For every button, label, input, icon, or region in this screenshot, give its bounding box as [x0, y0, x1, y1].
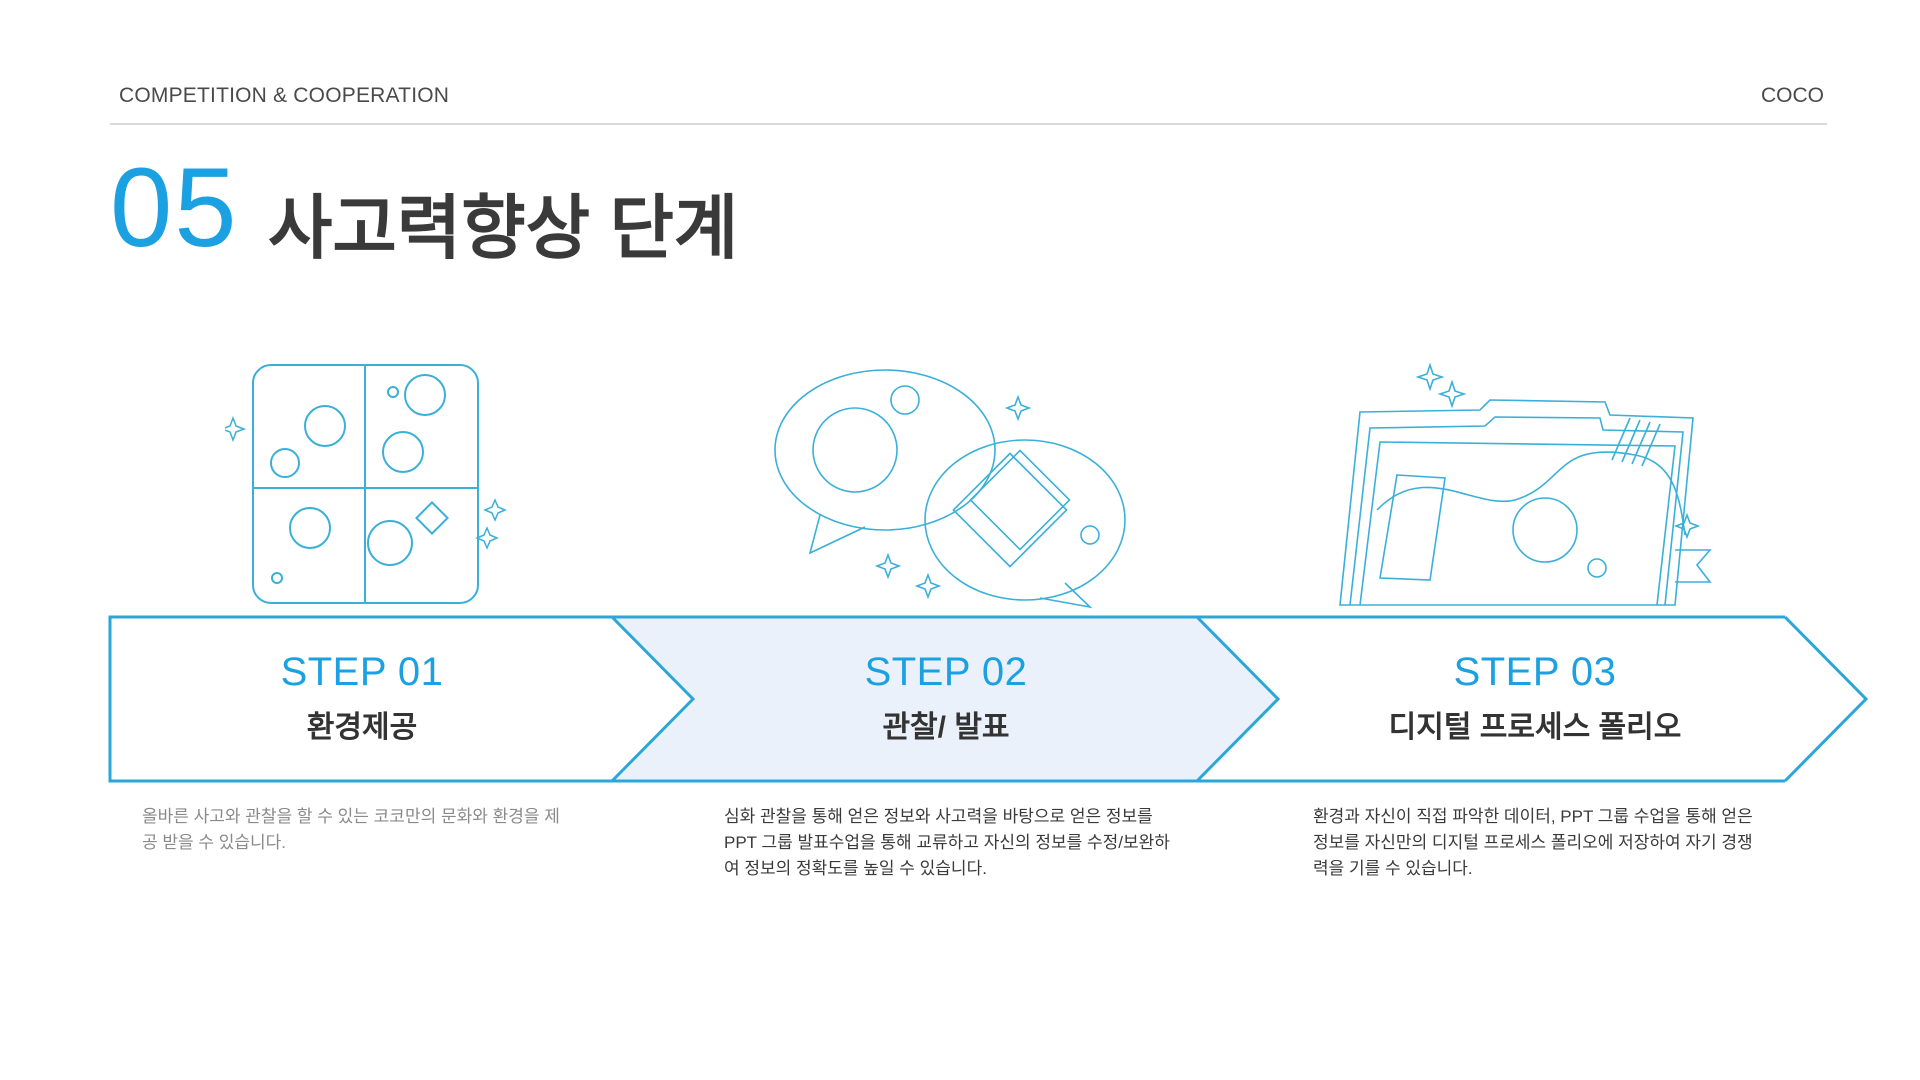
- step-1-description: 올바른 사고와 관찰을 할 수 있는 코코만의 문화와 환경을 제공 받을 수 …: [142, 807, 560, 852]
- page-title: 사고력향상 단계: [268, 189, 739, 267]
- step-1: STEP 01 환경제공: [132, 648, 592, 748]
- step-3-name: 디지털 프로세스 폴리오: [1388, 711, 1682, 744]
- header-subtitle: COMPETITION & COOPERATION: [119, 84, 450, 107]
- header-brand: COCO: [1761, 84, 1824, 107]
- step-2: STEP 02 관찰/ 발표: [716, 648, 1176, 748]
- step-2-chevron: [1195, 615, 1281, 783]
- step-2-background: [612, 617, 1278, 781]
- section-number: 05: [110, 145, 239, 270]
- step-2-label: STEP 02: [864, 650, 1028, 694]
- step-3-label: STEP 03: [1453, 650, 1617, 694]
- folder-icon: [1335, 360, 1715, 610]
- step-3-chevron: [1783, 615, 1869, 783]
- puzzle-icon: [225, 360, 515, 610]
- step-1-name: 환경제공: [306, 711, 418, 744]
- step-3: STEP 03 디지털 프로세스 폴리오: [1305, 648, 1765, 748]
- step-arrow-outline: [108, 615, 612, 783]
- speech-bubbles-icon: [770, 355, 1140, 615]
- step-3-description: 환경과 자신이 직접 파악한 데이터, PPT 그룹 수업을 통해 얻은 정보를…: [1313, 807, 1753, 878]
- step-1-chevron: [610, 615, 696, 783]
- step-2-description: 심화 관찰을 통해 얻은 정보와 사고력을 바탕으로 얻은 정보를 PPT 그룹…: [724, 807, 1170, 878]
- step-2-name: 관찰/ 발표: [882, 711, 1010, 744]
- step-1-label: STEP 01: [280, 650, 444, 694]
- header-divider: [110, 123, 1827, 125]
